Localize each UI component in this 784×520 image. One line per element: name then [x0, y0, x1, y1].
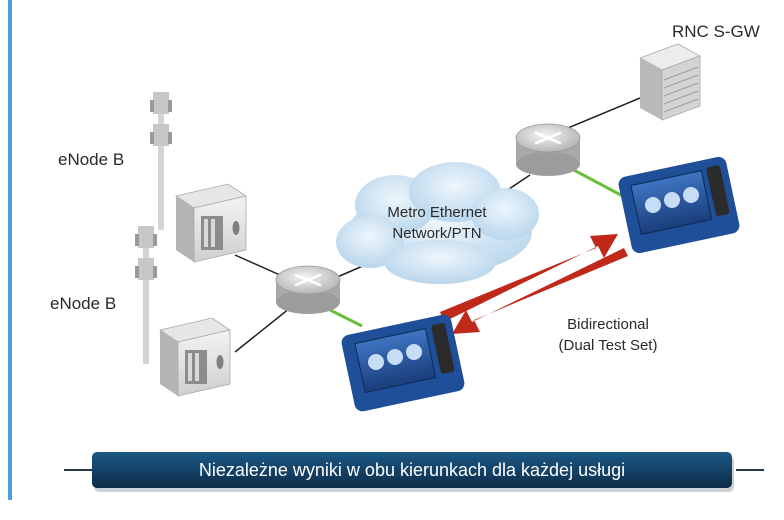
router-right — [515, 123, 581, 176]
cloud-label-line1: Metro Ethernet — [387, 204, 487, 221]
cloud-label: Metro Ethernet Network/PTN — [352, 202, 522, 244]
base-station-cabinet-top — [175, 183, 247, 263]
rnc-server-rack — [639, 43, 701, 121]
banner-box — [92, 452, 732, 488]
enodeb-bottom-label: eNode B — [50, 294, 117, 313]
cell-tower-top — [150, 92, 172, 230]
enodeb-top-label: eNode B — [58, 150, 125, 169]
left-accent-bar — [8, 0, 12, 500]
arrow-to-right — [440, 234, 618, 322]
bidirectional-label: Bidirectional (Dual Test Set) — [548, 314, 668, 356]
test-set-top — [618, 156, 740, 254]
metro-ethernet-cloud — [336, 162, 539, 284]
cloud-label-line2: Network/PTN — [392, 225, 482, 242]
router-left — [275, 265, 341, 314]
base-station-cabinet-bottom — [159, 317, 231, 397]
test-set-bottom — [341, 314, 465, 412]
green-link-bottom — [329, 308, 363, 328]
cell-tower-bottom — [135, 226, 157, 364]
arrow-to-left — [452, 248, 628, 334]
banner-text: Niezależne wyniki w obu kierunkach dla k… — [198, 460, 626, 480]
rnc-sgw-label: RNC S-GW — [672, 22, 760, 41]
bidirectional-label-line1: Bidirectional — [567, 316, 649, 333]
bidirectional-label-line2: (Dual Test Set) — [558, 337, 658, 354]
